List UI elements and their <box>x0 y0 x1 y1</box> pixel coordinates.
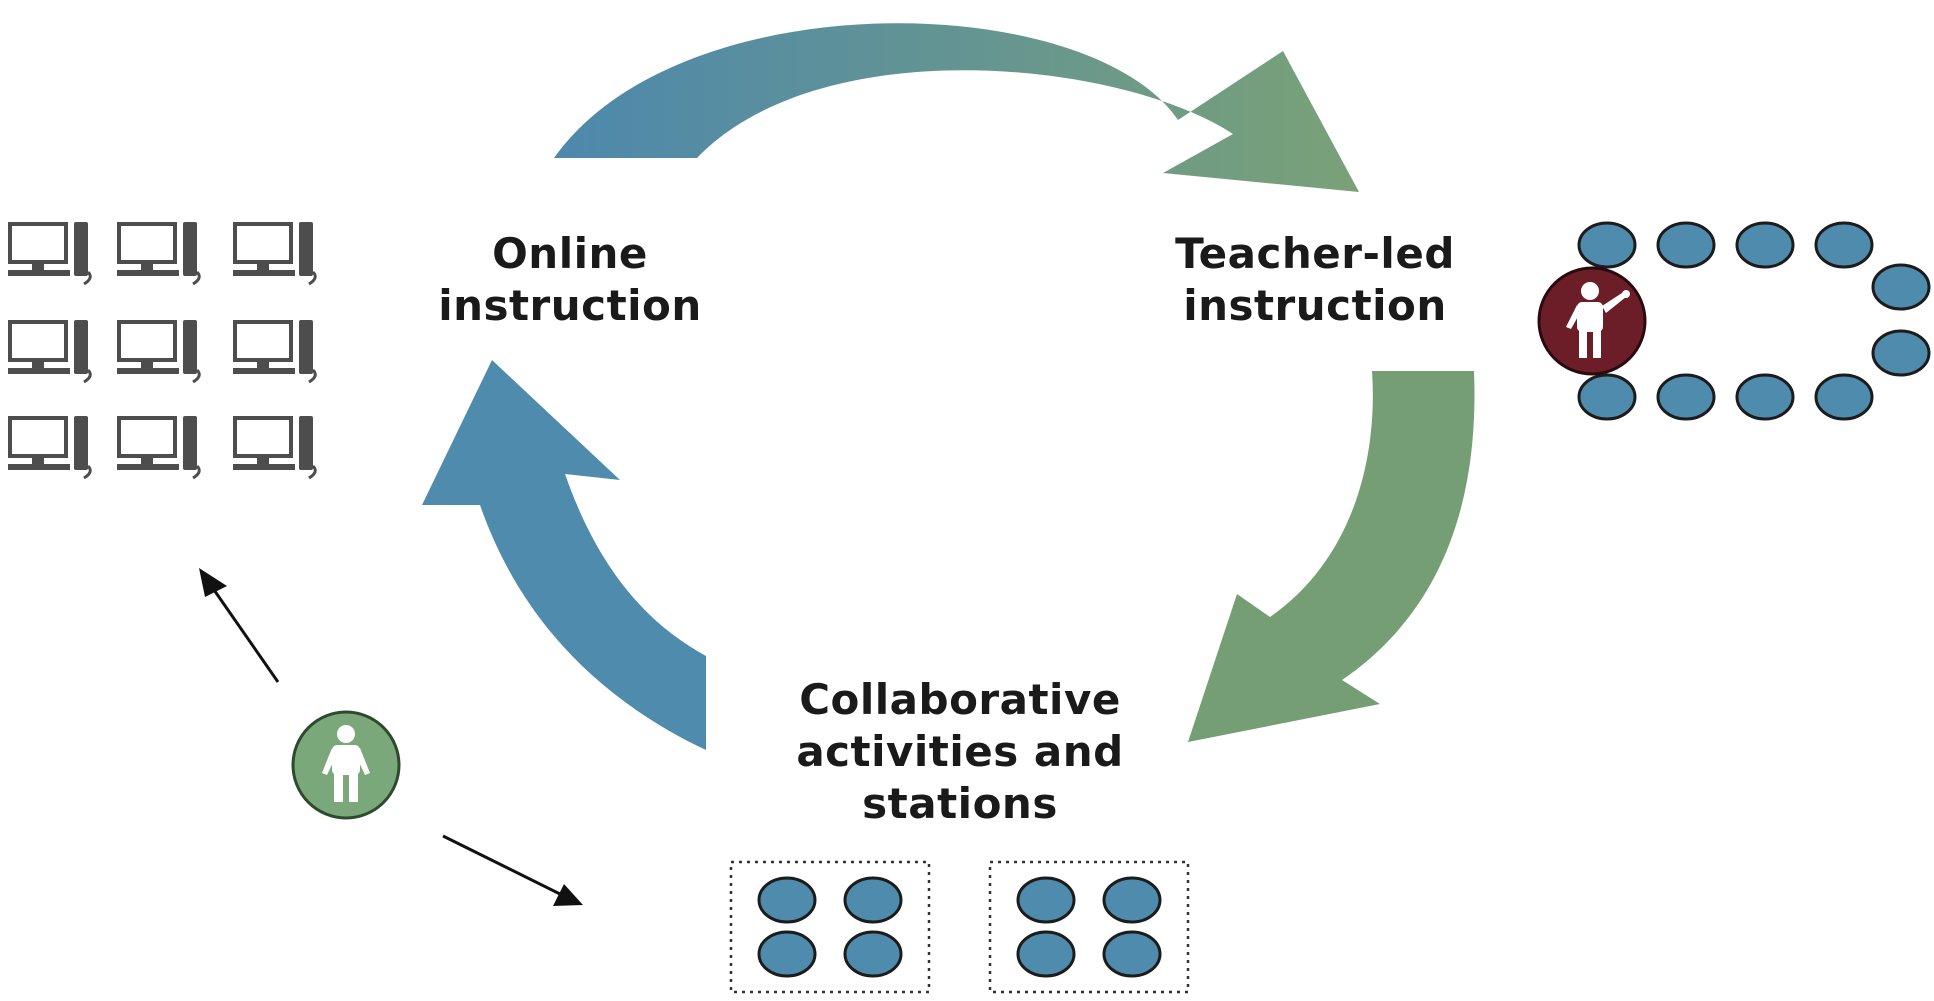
computer-workstation-icon <box>117 320 201 384</box>
teacher-led-seating <box>1577 221 1931 421</box>
person-figure-icon <box>291 710 401 820</box>
label-teacher-line-1: Teacher-led <box>1175 229 1455 278</box>
student-circle-icon <box>843 876 903 924</box>
label-collab-line-2: activities and <box>796 727 1124 776</box>
student-circle-icon <box>757 876 817 924</box>
label-collaborative-activities: Collaborative activities and stations <box>740 674 1180 830</box>
computer-workstation-icon <box>233 320 317 384</box>
computer-workstation-icon <box>233 416 317 480</box>
student-circle-icon <box>1102 930 1162 978</box>
label-online-line-2: instruction <box>438 281 702 330</box>
arrow-online-to-teacher <box>554 23 1359 192</box>
computer-workstation-icon <box>117 222 201 286</box>
student-circle-icon <box>1871 263 1931 311</box>
student-circle-icon <box>1656 221 1716 269</box>
label-teacher-led-instruction: Teacher-led instruction <box>1120 228 1510 332</box>
student-circle-icon <box>843 930 903 978</box>
station-group <box>988 860 1190 994</box>
computer-workstation-icon <box>117 416 201 480</box>
label-online-line-1: Online <box>492 229 648 278</box>
student-circle-icon <box>1814 221 1874 269</box>
computer-workstation-icon <box>8 320 92 384</box>
computer-grid <box>8 222 317 480</box>
connector-to-stations <box>442 834 583 906</box>
student-circle-icon <box>757 930 817 978</box>
student-circle-icon <box>1016 930 1076 978</box>
student-circle-icon <box>1656 373 1716 421</box>
student-circle-icon <box>1102 876 1162 924</box>
student-circle-icon <box>1735 373 1795 421</box>
computer-workstation-icon <box>8 416 92 480</box>
arrow-teacher-to-collab <box>1188 371 1475 742</box>
label-online-instruction: Online instruction <box>395 228 745 332</box>
student-circle-icon <box>1814 373 1874 421</box>
label-collab-line-3: stations <box>862 779 1058 828</box>
student-circle-icon <box>1016 876 1076 924</box>
label-teacher-line-2: instruction <box>1183 281 1447 330</box>
station-group <box>729 860 931 994</box>
collaborative-stations <box>729 860 1190 994</box>
student-circle-icon <box>1871 329 1931 377</box>
teacher-figure-icon <box>1537 266 1647 376</box>
computer-workstation-icon <box>8 222 92 286</box>
arrow-collab-to-online <box>422 360 706 750</box>
student-circle-icon <box>1577 373 1637 421</box>
connector-to-computers <box>199 568 280 683</box>
student-circle-icon <box>1735 221 1795 269</box>
student-circle-icon <box>1577 221 1637 269</box>
computer-workstation-icon <box>233 222 317 286</box>
label-collab-line-1: Collaborative <box>799 675 1121 724</box>
